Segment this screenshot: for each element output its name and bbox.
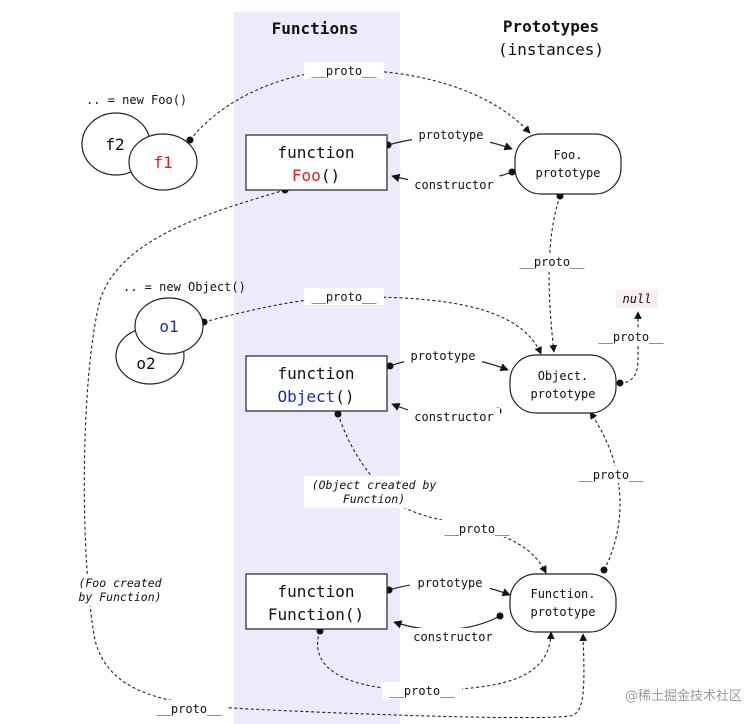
instance-f1-label: f1 (153, 153, 172, 172)
prototype-foo-line1: Foo. (554, 148, 583, 162)
prototypes-header: Prototypes (503, 17, 599, 36)
note-foo-created-line2: by Function) (78, 590, 161, 604)
label-object-prototype: prototype (410, 349, 475, 363)
label-function-proto: __proto__ (389, 684, 455, 698)
edge-foo-constructor-dot (508, 168, 516, 176)
label-o1-proto: __proto__ (311, 290, 377, 304)
label-foo-constructor: constructor (414, 178, 493, 192)
constructor-object-keyword: function (277, 364, 354, 383)
null-label: null (623, 292, 652, 306)
null-label-bg (616, 290, 658, 308)
constructor-function-keyword: function (277, 582, 354, 601)
instance-f1 (128, 133, 198, 191)
constructor-foo-keyword: function (277, 143, 354, 162)
new-object-label: .. = new Object() (123, 280, 246, 294)
constructor-foo-box (245, 134, 388, 191)
edge-functionproto-proto (589, 411, 621, 571)
watermark: @稀土掘金技术社区 (625, 688, 742, 704)
prototype-object-line2: prototype (530, 387, 595, 401)
constructor-function-name: Function() (268, 605, 364, 624)
label-f1-proto: __proto__ (311, 64, 377, 78)
label-objectproto-null: __proto__ (598, 330, 664, 344)
prototype-foo-box (514, 133, 622, 195)
constructor-function-box (245, 573, 388, 630)
constructor-object-box (245, 355, 388, 412)
label-function-constructor: constructor (413, 630, 492, 644)
label-foo-proto: __proto__ (156, 702, 222, 716)
prototype-foo-line2: prototype (535, 166, 600, 180)
label-functionproto-proto: __proto__ (578, 468, 644, 482)
prototype-object-box (509, 354, 617, 414)
edge-function-constructor-dot (496, 612, 504, 620)
constructor-foo-name: Foo() (292, 166, 340, 185)
constructor-object-name: Object() (277, 387, 354, 406)
label-object-proto: __proto__ (444, 522, 510, 536)
label-object-constructor: constructor (414, 410, 493, 424)
prototypes-subheader: (instances) (498, 40, 604, 59)
label-function-prototype: prototype (417, 576, 482, 590)
prototype-function-line2: prototype (530, 605, 595, 619)
edge-function-proto (317, 630, 555, 691)
new-foo-label: .. = new Foo() (86, 93, 187, 107)
edge-object-proto-dot (334, 410, 342, 418)
note-object-created-line1: (Object created by (312, 478, 437, 492)
instance-o2-label: o2 (136, 354, 155, 373)
edge-objectproto-null (619, 311, 642, 384)
label-fooproto-proto: __proto__ (519, 255, 585, 269)
functions-header: Functions (272, 19, 359, 38)
instance-o1-label: o1 (159, 317, 178, 336)
instance-f2-label: f2 (105, 135, 124, 154)
edge-function-constructor (393, 615, 501, 631)
edge-objectproto-null-dot (616, 379, 624, 387)
edge-fooproto-proto (548, 195, 561, 353)
instance-o1 (134, 297, 204, 355)
prototype-function-line1: Function. (530, 587, 595, 601)
note-foo-created-line1: (Foo created (78, 576, 162, 590)
edge-f1-proto-dot (186, 136, 194, 144)
edge-f1-proto (189, 69, 531, 141)
label-foo-prototype: prototype (418, 128, 483, 142)
edge-object-prototype-dot (386, 362, 394, 370)
edge-functionproto-proto-dot (600, 566, 608, 574)
prototype-function-box (509, 573, 617, 633)
prototype-object-line1: Object. (538, 369, 589, 383)
note-object-created-line2: Function) (343, 492, 405, 506)
